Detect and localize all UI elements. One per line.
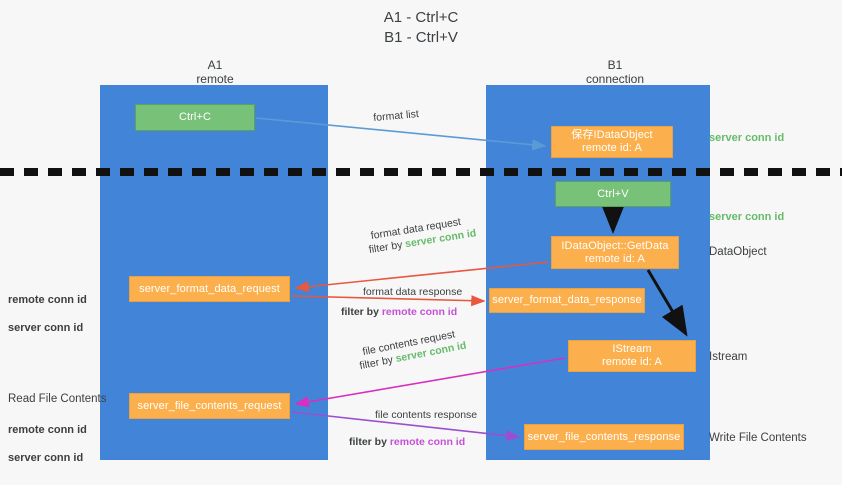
filter-value-remote-conn-id: remote conn id [389, 436, 466, 448]
flow-label-format-data-response: format data response [363, 286, 463, 298]
separator-dashed-line [0, 168, 842, 176]
node-server-format-data-request[interactable]: server_format_data_request [129, 276, 290, 302]
tag-remote-conn-id-upper: remote conn id [8, 294, 87, 306]
node-server-format-data-response[interactable]: server_format_data_response [489, 288, 645, 313]
tag-server-conn-id-upper: server conn id [8, 322, 84, 334]
node-server-file-contents-request[interactable]: server_file_contents_request [129, 393, 290, 419]
node-idataobject-getdata[interactable]: IDataObject::GetData remote id: A [551, 236, 679, 269]
node-ctrl-c[interactable]: Ctrl+C [135, 104, 255, 131]
node-server-file-contents-response[interactable]: server_file_contents_response [524, 424, 684, 450]
label-write-file-contents: Write File Contents [709, 432, 807, 444]
tag-conn-id-pair-upper: remote conn id server conn id [8, 279, 87, 335]
label-read-file-contents: Read File Contents [8, 393, 107, 405]
diagram-title: A1 - Ctrl+C B1 - Ctrl+V [383, 9, 459, 46]
tag-remote-conn-id-lower: remote conn id [8, 424, 87, 436]
node-ctrl-v[interactable]: Ctrl+V [555, 181, 671, 207]
node-istream[interactable]: IStream remote id: A [568, 340, 696, 372]
filter-value-remote-conn-id: remote conn id [381, 306, 458, 318]
tag-conn-id-pair-lower: remote conn id server conn id [8, 409, 87, 465]
tag-server-conn-id-second: server conn id [709, 211, 785, 223]
filter-prefix: filter by [341, 306, 382, 318]
node-idataobject[interactable]: 保存IDataObject remote id: A [551, 126, 673, 158]
flow-label-format-data-response-filter: filter by remote conn id [341, 305, 457, 319]
label-dataobject: DataObject [709, 246, 767, 258]
flow-label-file-contents-response-filter: filter by remote conn id [349, 435, 465, 449]
lane-header-b1: B1 connection [585, 58, 645, 86]
lane-header-a1: A1 remote [196, 58, 234, 86]
flow-label-format-list: format list [372, 108, 420, 125]
flow-label-file-contents-response: file contents response [375, 409, 478, 421]
filter-prefix: filter by [349, 436, 390, 448]
tag-server-conn-id-top: server conn id [709, 132, 785, 144]
tag-server-conn-id-lower: server conn id [8, 452, 84, 464]
label-istream: Istream [709, 351, 748, 363]
